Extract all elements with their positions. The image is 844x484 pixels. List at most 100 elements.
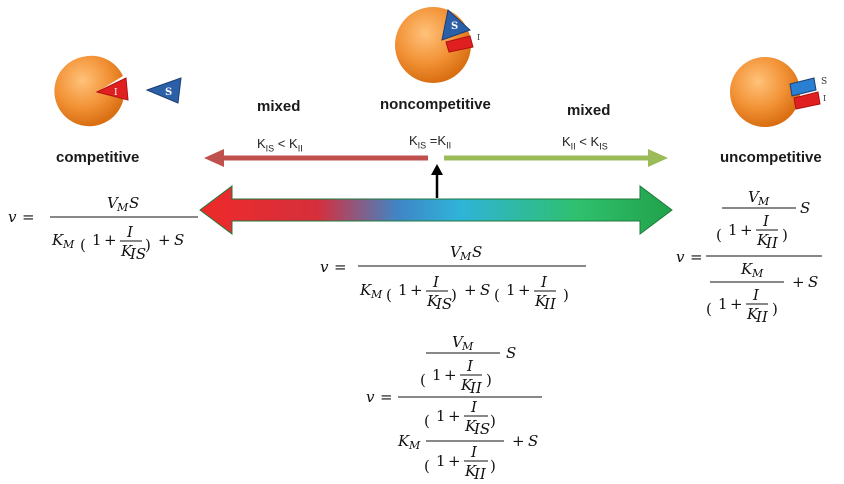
svg-text:I: I	[126, 223, 134, 241]
svg-text:): )	[486, 371, 492, 389]
svg-text:(: (	[80, 236, 86, 254]
svg-text:=: =	[334, 258, 347, 276]
svg-text:v: v	[366, 388, 375, 406]
substrate-label-1: S	[165, 87, 172, 98]
svg-text:IS: IS	[435, 295, 452, 313]
svg-text:(: (	[716, 226, 722, 244]
svg-text:+: +	[464, 281, 477, 299]
svg-text:+: +	[448, 452, 461, 470]
svg-text:v: v	[320, 258, 329, 276]
general-mixed-equation: v = V M ( 1 + I K II ) S K M ( 1 + I K	[366, 333, 542, 483]
svg-text:(: (	[424, 457, 430, 475]
svg-text:): )	[490, 412, 496, 430]
svg-text:S: S	[174, 231, 184, 249]
mixed-equation: v = V M S K M ( 1 + I K IS ) + S ( 1 + I…	[320, 243, 586, 313]
svg-text:S: S	[800, 199, 810, 217]
svg-text:(: (	[494, 286, 500, 304]
svg-text:S: S	[528, 432, 538, 450]
svg-text:(: (	[424, 412, 430, 430]
svg-text:+: +	[512, 432, 525, 450]
svg-text:M: M	[408, 439, 421, 452]
svg-text:(: (	[706, 300, 712, 318]
svg-text:S: S	[506, 344, 516, 362]
svg-text:I: I	[432, 273, 440, 291]
svg-text:(: (	[386, 286, 392, 304]
uncompetitive-equation: v = V M ( 1 + I K II ) S K M ( 1 + I	[676, 188, 822, 326]
svg-text:=: =	[380, 388, 393, 406]
svg-text:I: I	[466, 357, 474, 375]
svg-text:I: I	[470, 443, 478, 461]
svg-text:M: M	[116, 201, 129, 214]
competitive-enzyme-icon: I S	[54, 56, 181, 126]
svg-text:+: +	[444, 366, 457, 384]
svg-text:1: 1	[728, 221, 738, 239]
svg-text:1: 1	[432, 366, 442, 384]
mixed-right-arrow	[444, 149, 668, 167]
svg-text:=: =	[690, 248, 703, 266]
svg-text:v: v	[8, 208, 17, 226]
svg-text:M: M	[62, 238, 75, 251]
svg-text:II: II	[755, 308, 769, 326]
svg-text:I: I	[762, 212, 770, 230]
svg-text:+: +	[104, 231, 117, 249]
svg-text:1: 1	[436, 452, 446, 470]
svg-text:S: S	[480, 281, 490, 299]
mixed-left-arrow	[204, 149, 428, 167]
svg-text:+: +	[730, 295, 743, 313]
condition-right: KII < KIS	[562, 134, 608, 152]
svg-text:M: M	[751, 267, 764, 280]
svg-text:M: M	[459, 250, 472, 263]
condition-center: KIS =KII	[409, 133, 451, 151]
svg-text:): )	[451, 286, 457, 304]
svg-text:S: S	[129, 194, 139, 212]
svg-text:+: +	[740, 221, 753, 239]
substrate-label-3: S	[821, 77, 827, 87]
svg-text:II: II	[469, 379, 483, 397]
svg-text:IS: IS	[129, 245, 146, 263]
svg-text:+: +	[158, 231, 171, 249]
svg-text:IS: IS	[473, 420, 490, 438]
inhibitor-label-3: I	[823, 94, 826, 103]
competitive-label: competitive	[56, 149, 139, 166]
svg-text:): )	[782, 226, 788, 244]
svg-text:1: 1	[398, 281, 408, 299]
svg-text:): )	[563, 286, 569, 304]
svg-text:I: I	[470, 398, 478, 416]
svg-text:S: S	[808, 273, 818, 291]
noncompetitive-pointer-arrow	[431, 164, 443, 198]
mixed-right-label: mixed	[567, 102, 610, 119]
noncompetitive-label: noncompetitive	[380, 96, 491, 113]
svg-text:M: M	[461, 340, 474, 353]
svg-text:S: S	[472, 243, 482, 261]
svg-text:M: M	[370, 288, 383, 301]
svg-text:1: 1	[506, 281, 516, 299]
svg-text:I: I	[540, 273, 548, 291]
svg-text:+: +	[792, 273, 805, 291]
svg-text:1: 1	[92, 231, 102, 249]
svg-text:1: 1	[436, 407, 446, 425]
noncompetitive-enzyme-icon: S I	[395, 7, 480, 83]
svg-text:+: +	[518, 281, 531, 299]
svg-text:=: =	[22, 208, 35, 226]
mixed-left-label: mixed	[257, 98, 300, 115]
svg-text:v: v	[676, 248, 685, 266]
competitive-equation: v = V M S K M ( 1 + I K IS ) + S	[8, 194, 198, 263]
svg-text:M: M	[757, 195, 770, 208]
condition-left: KIS < KII	[257, 136, 303, 154]
substrate-label-2: S	[451, 21, 458, 32]
uncompetitive-label: uncompetitive	[720, 149, 822, 166]
svg-text:II: II	[543, 295, 557, 313]
uncompetitive-enzyme-icon: S I	[730, 57, 827, 127]
svg-text:+: +	[448, 407, 461, 425]
svg-text:): )	[490, 457, 496, 475]
svg-text:II: II	[765, 234, 779, 252]
svg-text:(: (	[420, 371, 426, 389]
inhibitor-label-1: I	[114, 88, 118, 98]
svg-text:I: I	[752, 286, 760, 304]
svg-text:): )	[145, 236, 151, 254]
svg-text:1: 1	[718, 295, 728, 313]
inhibitor-label-2: I	[477, 33, 480, 42]
svg-text:): )	[772, 300, 778, 318]
